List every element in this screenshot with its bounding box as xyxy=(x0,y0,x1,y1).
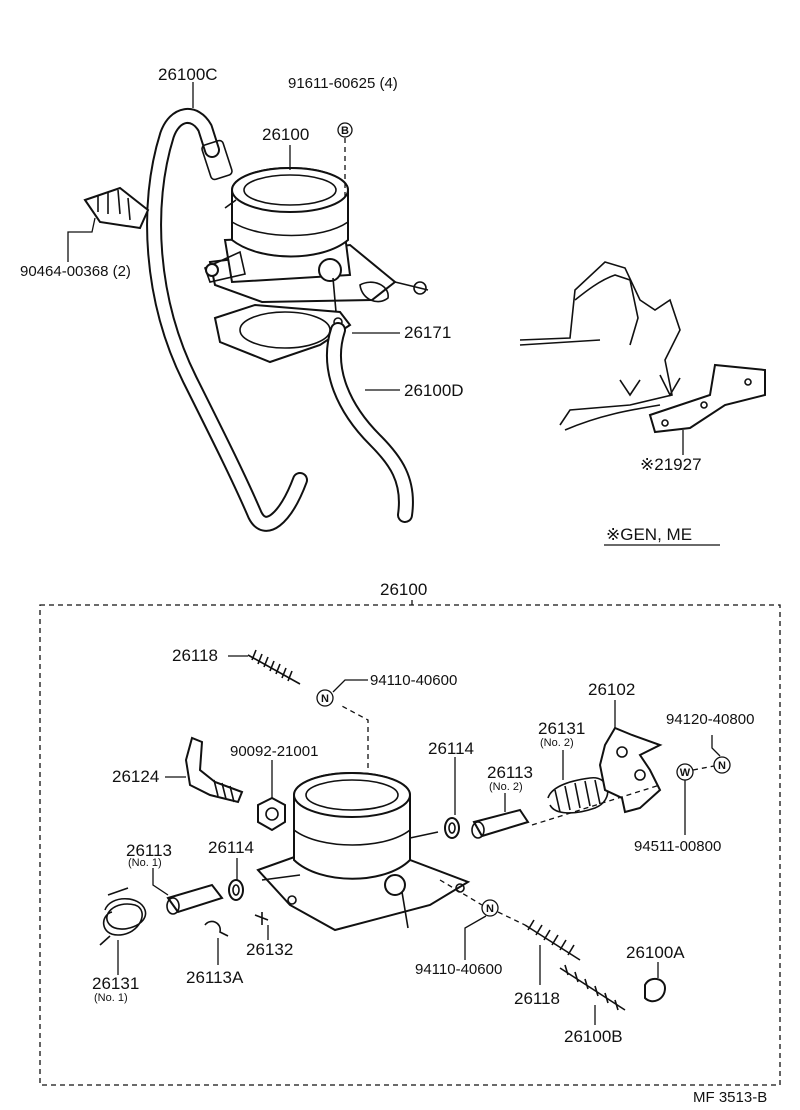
label-collar-26113-no2: 26113 xyxy=(487,763,533,782)
label-bracket-21927: ※21927 xyxy=(640,455,702,474)
bracket-21927-drawing xyxy=(648,363,766,434)
label-note-gen-me: ※GEN, ME xyxy=(606,525,692,544)
screw-26118-bottom-drawing xyxy=(524,919,581,985)
label-cap-26100a: 26100A xyxy=(626,943,685,962)
clip-26132-drawing xyxy=(254,912,269,925)
label-hose-26100c: 26100C xyxy=(158,65,218,84)
label-screw-26118-bottom: 26118 xyxy=(514,989,560,1008)
label-collar-26113-no1: 26113 xyxy=(126,841,172,860)
screw-26118-top-drawing xyxy=(228,649,301,685)
label-collar-26113-no1-sub: (No. 1) xyxy=(128,857,162,869)
label-spring-26131-no2: 26131 xyxy=(538,719,585,738)
washer-marker-letter: W xyxy=(680,767,691,779)
label-gasket-26171: 26171 xyxy=(404,323,451,342)
bolt-marker-circle xyxy=(337,122,353,138)
nut-marker-right-letter: N xyxy=(718,760,726,772)
label-assembly-26100: 26100 xyxy=(380,580,427,599)
bolt-marker-letter: B xyxy=(341,125,349,137)
label-adjust-screw-26124: 26124 xyxy=(112,767,159,786)
label-nut-94110-top: 94110-40600 xyxy=(370,672,457,689)
lever-26102-drawing xyxy=(598,700,663,814)
label-washer-26114-right: 26114 xyxy=(428,739,474,758)
label-clip-26132: 26132 xyxy=(246,940,293,959)
label-nut-94120: 94120-40800 xyxy=(666,711,754,728)
cap-26100a-drawing xyxy=(644,962,667,1003)
label-spring-26131-no1: 26131 xyxy=(92,974,139,993)
adjust-screw-26124-drawing xyxy=(165,736,244,804)
left-shaft-parts-drawing xyxy=(99,858,244,975)
label-spring-26131-no2-sub: (No. 2) xyxy=(540,737,574,749)
throttle-body-upper-drawing xyxy=(203,167,429,313)
hex-nut-90092-drawing xyxy=(257,760,286,832)
engine-block-drawing xyxy=(519,261,681,431)
pin-26113a-drawing xyxy=(204,920,229,937)
nut-marker-bottom-letter: N xyxy=(486,903,494,915)
label-spring-26100b: 26100B xyxy=(564,1027,623,1046)
clip-90464-drawing xyxy=(83,186,150,230)
label-bolt-91611: 91611-60625 (4) xyxy=(288,75,398,92)
label-screw-26118-top: 26118 xyxy=(172,646,218,665)
label-lever-26102: 26102 xyxy=(588,680,635,699)
label-pin-26113a: 26113A xyxy=(186,968,244,987)
nut-marker-top-letter: N xyxy=(321,693,329,705)
spring-26100b-drawing xyxy=(559,964,626,1025)
throttle-body-lower-drawing xyxy=(256,772,471,932)
right-shaft-parts-drawing xyxy=(444,750,609,839)
label-washer-26114-left: 26114 xyxy=(208,838,254,857)
lower-assembly-frame xyxy=(39,604,781,1086)
label-nut-94110-bottom: 94110-40600 xyxy=(415,961,502,978)
hose-26100d-drawing xyxy=(326,322,414,523)
footer-code: MF 3513-B xyxy=(693,1089,767,1106)
label-throttle-body-upper: 26100 xyxy=(262,125,309,144)
label-washer-94511: 94511-00800 xyxy=(634,838,721,855)
label-nut-90092: 90092-21001 xyxy=(230,743,318,760)
label-hose-26100d: 26100D xyxy=(404,381,464,400)
label-spring-26131-no1-sub: (No. 1) xyxy=(94,992,128,1004)
label-collar-26113-no2-sub: (No. 2) xyxy=(489,781,523,793)
label-clip-90464: 90464-00368 (2) xyxy=(20,263,131,280)
hose-26100c-drawing xyxy=(146,108,308,532)
